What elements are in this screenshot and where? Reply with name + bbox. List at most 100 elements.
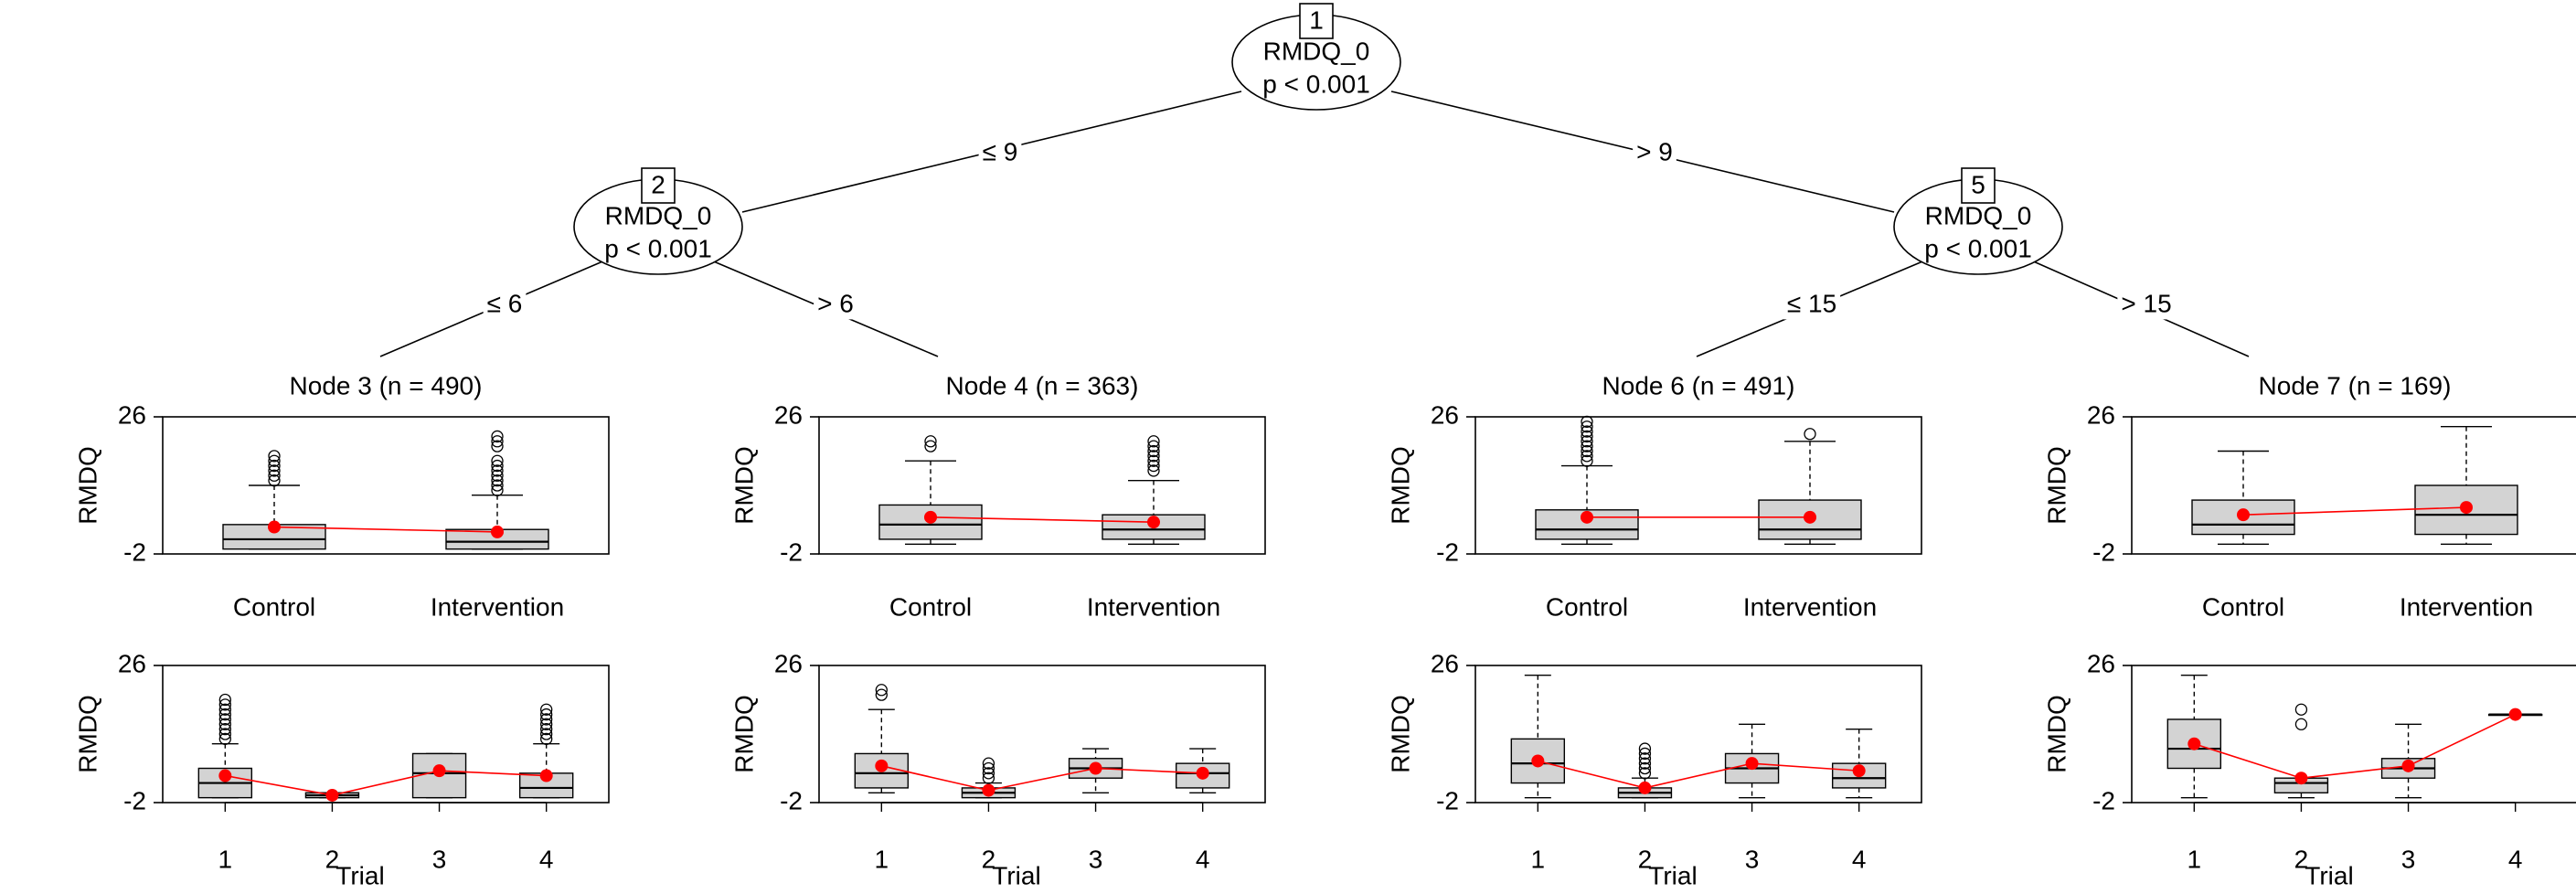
box-4 <box>1831 728 1887 799</box>
edge-label-background <box>1633 135 1677 168</box>
mean-point <box>218 769 232 782</box>
outlier-point <box>2294 703 2308 716</box>
y-tick-label: 26 <box>774 400 803 429</box>
edge-label-1-2: ≤ 9 <box>983 137 1018 165</box>
outlier-point <box>268 469 281 482</box>
edge-label-background <box>2117 287 2176 320</box>
box-Control <box>222 450 326 550</box>
mean-point <box>1581 510 1593 524</box>
mean-point <box>325 788 339 802</box>
box-1 <box>1510 675 1566 799</box>
mean-point <box>2508 708 2522 721</box>
x-category-label: Control <box>233 592 315 621</box>
x-tick-label: 3 <box>1089 845 1103 873</box>
x-tick-label: 2 <box>982 845 996 873</box>
y-axis-label: RMDQ <box>729 446 758 525</box>
mean-line <box>273 526 498 533</box>
mean-point <box>539 769 553 782</box>
node-id: 5 <box>1971 170 1985 198</box>
outlier-point <box>218 703 231 716</box>
x-category-label: Intervention <box>431 592 564 621</box>
y-tick-label: -2 <box>123 537 146 566</box>
outlier-point <box>540 703 553 716</box>
outlier-point <box>491 430 504 443</box>
y-axis-label: RMDQ <box>73 695 101 773</box>
y-tick-label: 26 <box>118 649 146 677</box>
y-tick-label: 26 <box>774 649 803 677</box>
y-tick-label: -2 <box>780 786 803 814</box>
node-id: 2 <box>651 170 665 198</box>
outlier-point <box>540 732 553 746</box>
outlier-point <box>540 708 553 721</box>
mean-point <box>491 525 504 538</box>
outlier-point <box>1638 752 1652 765</box>
y-tick-label: 26 <box>2087 400 2115 429</box>
edge-label-background <box>814 287 857 320</box>
outlier-point <box>491 440 504 452</box>
outlier-point <box>218 732 231 746</box>
panel-title-node: Node 6 (n = 491) <box>1602 371 1795 399</box>
x-tick-label: 3 <box>2401 845 2416 873</box>
mean-line <box>2194 713 2517 780</box>
outlier-point <box>1581 435 1593 448</box>
mean-point <box>924 510 937 524</box>
y-tick-label: 26 <box>2087 649 2115 677</box>
mean-point <box>268 520 281 534</box>
box-1 <box>2166 675 2222 799</box>
outlier-point <box>218 698 231 711</box>
node-pvalue: p < 0.001 <box>1262 69 1370 98</box>
y-tick-label: 26 <box>1431 400 1459 429</box>
y-tick-label: -2 <box>780 537 803 566</box>
outlier-point <box>491 484 504 497</box>
x-tick-label: 1 <box>218 845 233 873</box>
mean-line <box>225 770 547 796</box>
y-tick-label: -2 <box>123 786 146 814</box>
node-id: 1 <box>1309 5 1324 34</box>
outlier-point <box>982 772 995 784</box>
edge-label-5-7: > 15 <box>2121 289 2171 317</box>
outlier-point <box>268 454 281 467</box>
mean-point <box>1852 764 1866 778</box>
mean-point <box>2187 737 2201 750</box>
y-axis-label: RMDQ <box>2042 695 2070 773</box>
node-variable: RMDQ_0 <box>1925 201 2032 229</box>
y-tick-label: 26 <box>1431 649 1459 677</box>
x-tick-label: 2 <box>1638 845 1653 873</box>
outlier-point <box>218 722 231 736</box>
x-category-label: Intervention <box>1743 592 1877 621</box>
node-id-box <box>641 167 676 204</box>
box-Control <box>878 435 983 545</box>
outlier-point <box>491 469 504 482</box>
mean-point <box>1804 510 1816 524</box>
outlier-point <box>491 459 504 473</box>
x-tick-label: 4 <box>539 845 554 873</box>
outlier-point <box>1638 767 1652 780</box>
mean-point <box>1745 757 1759 771</box>
x-axis-label: Trial <box>335 861 384 889</box>
outlier-point <box>218 718 231 730</box>
outlier-point <box>218 728 231 740</box>
outlier-point <box>540 728 553 740</box>
outlier-point <box>982 757 995 770</box>
outlier-point <box>1147 454 1160 467</box>
edge-label-background <box>1783 287 1841 320</box>
y-axis-label: RMDQ <box>729 695 758 773</box>
x-axis-label: Trial <box>1648 861 1697 889</box>
x-tick-label: 2 <box>2294 845 2309 873</box>
plot-frame <box>162 416 610 555</box>
outlier-point <box>1638 761 1652 775</box>
mean-point <box>875 759 889 772</box>
mean-point <box>1531 754 1545 768</box>
outlier-point <box>491 479 504 492</box>
x-category-label: Control <box>1546 592 1628 621</box>
mean-point <box>2401 759 2415 772</box>
box-1 <box>854 684 910 793</box>
